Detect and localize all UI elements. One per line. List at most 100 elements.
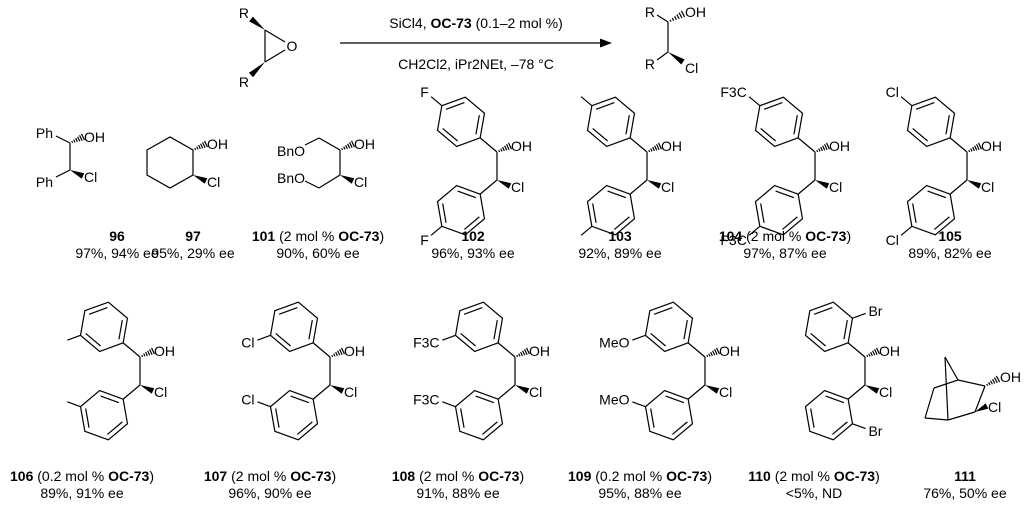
aromatic-double-bond [671, 421, 688, 435]
phenyl-label: Ph [36, 174, 53, 190]
loading-note: ) [707, 468, 712, 484]
aromatic-double-bond [463, 216, 480, 230]
hash-line [350, 140, 356, 148]
hash-line [73, 139, 76, 143]
substituent-bond [442, 401, 456, 408]
compound-number: 97 [185, 228, 201, 244]
bond [629, 137, 648, 153]
substituent-label: F3C [413, 335, 439, 351]
hydroxyl-label: OH [981, 138, 1002, 154]
bond [122, 342, 141, 358]
aromatic-double-bond [275, 332, 291, 347]
reaction-arrow [340, 38, 612, 48]
aromatic-double-bond [275, 408, 280, 428]
bond [55, 135, 71, 144]
aromatic-double-bond [650, 332, 666, 347]
hydroxyl-label: OH [354, 136, 375, 152]
bond [797, 137, 816, 153]
hash-line [333, 353, 336, 357]
compound-number: 110 [748, 468, 771, 484]
bond [949, 179, 968, 195]
aromatic-double-bond [912, 203, 917, 223]
hash-line [196, 146, 199, 150]
compound-number: 109 [568, 468, 592, 484]
aromatic-double-bond [290, 395, 310, 404]
bond [797, 179, 816, 195]
aromatic-double-bond [607, 190, 627, 199]
loading-note: (2 mol % [227, 468, 290, 484]
compound-label: 101 (2 mol % OC-73) [252, 228, 384, 244]
hash-line [976, 144, 980, 150]
compound-number: 105 [938, 228, 962, 244]
bond [304, 137, 320, 146]
wedge-bond [815, 180, 830, 189]
benzene-ring [804, 389, 854, 441]
hash-line [335, 351, 338, 357]
catalyst-name: OC-73 [108, 468, 149, 484]
cyclohexane-ring [146, 136, 194, 189]
conditions-above: SiCl4, OC-73 (0.1–2 mol %) [389, 15, 563, 31]
hash-line [656, 144, 660, 150]
hashed-bond [986, 375, 1001, 386]
hash-line [678, 12, 683, 19]
catalyst-name: OC-73 [805, 228, 846, 244]
hash-line [991, 378, 996, 384]
substituent-label: MeO [599, 335, 629, 351]
hash-line [671, 17, 675, 21]
compound-label: 105 [938, 228, 962, 244]
bond [949, 137, 968, 153]
wedge-bond [249, 16, 265, 30]
hash-line [498, 149, 501, 153]
r-group-label: R [645, 4, 655, 20]
hash-line [875, 347, 881, 355]
substituent-bond [852, 312, 866, 319]
aromatic-double-bond [763, 102, 783, 110]
hash-line [708, 353, 711, 357]
phenyl-label: Ph [36, 125, 53, 141]
aromatic-double-bond [683, 320, 688, 340]
hashed-bond [866, 347, 881, 358]
substituent-bond [852, 423, 866, 430]
compound-label: 108 (2 mol % OC-73) [392, 468, 524, 484]
bond [497, 342, 516, 358]
chloro-label: Cl [661, 179, 674, 195]
hash-line [518, 353, 521, 357]
aromatic-double-bond [493, 320, 498, 340]
substituent-label: Cl [886, 84, 899, 100]
hashed-bond [669, 10, 686, 22]
hashed-bond [648, 142, 663, 153]
aromatic-double-bond [595, 102, 615, 110]
hash-line [200, 143, 204, 149]
hydroxyl-label: OH [529, 343, 550, 359]
hash-line [968, 149, 971, 153]
chloro-label: Cl [154, 384, 167, 400]
hash-line [147, 350, 151, 356]
bond [497, 384, 516, 400]
catalyst-name: OC-73 [290, 468, 331, 484]
compound-label: 106 (0.2 mol % OC-73) [10, 468, 154, 484]
benzene-ring [79, 389, 129, 441]
hashed-bond [341, 140, 356, 151]
aromatic-double-bond [843, 320, 848, 340]
aromatic-double-bond [813, 307, 833, 315]
yield-ee-result: 76%, 50% ee [923, 485, 1006, 501]
hash-line [977, 142, 983, 150]
bond [55, 169, 71, 178]
hashed-bond [498, 142, 513, 153]
hash-line [347, 143, 351, 149]
hash-line [872, 350, 876, 356]
aromatic-double-bond [481, 421, 498, 435]
bond [944, 356, 959, 381]
hash-line [676, 14, 680, 20]
wedge-bond [705, 385, 720, 394]
compound-number: 104 [719, 228, 743, 244]
substituent-label: Cl [241, 335, 254, 351]
hash-line [520, 351, 523, 357]
